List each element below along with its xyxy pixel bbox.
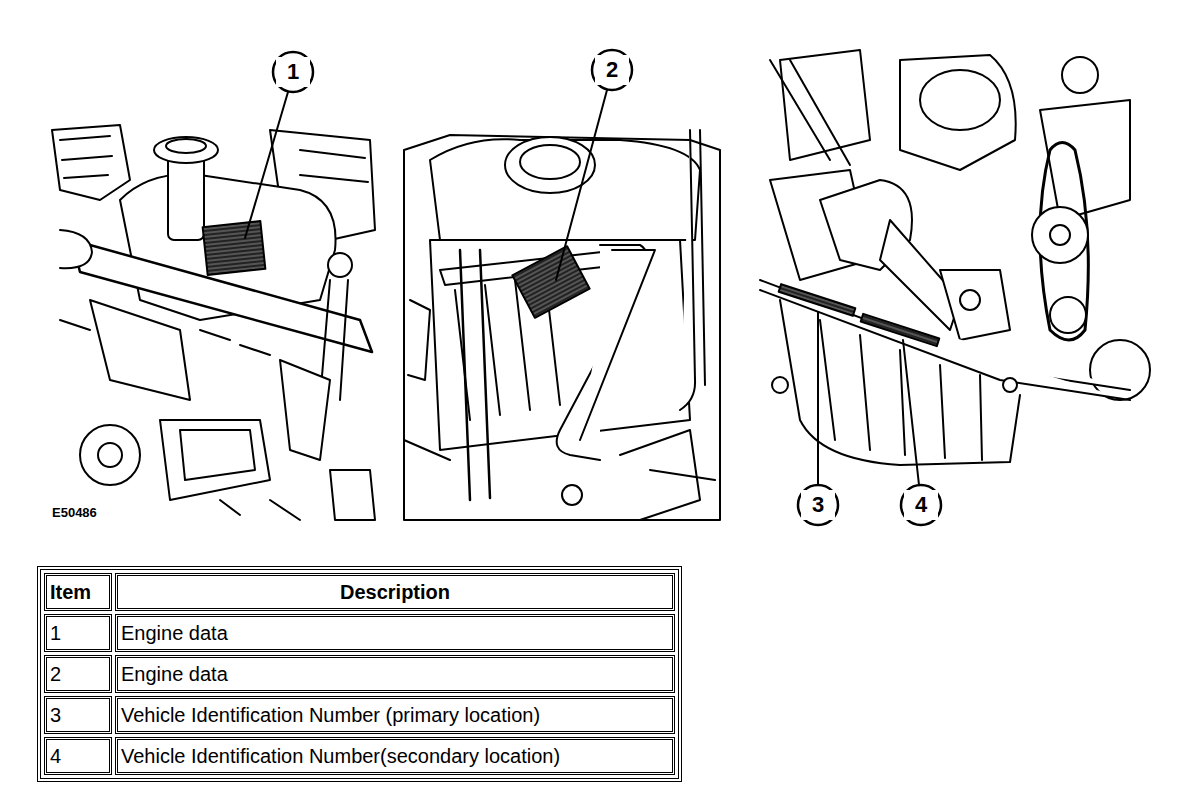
table-header: Description [115,573,675,611]
engine-panel-2 [404,130,720,520]
engine-panel-1 [52,125,375,520]
callout-number: 1 [276,57,310,87]
callout-number: 3 [801,490,835,520]
table-cell: Engine data [115,614,675,652]
callout-circles [245,50,941,525]
table-cell: Engine data [115,655,675,693]
callout-number: 2 [595,55,629,85]
table-cell: Vehicle Identification Number (primary l… [115,696,675,734]
table-cell: 1 [44,614,112,652]
callout-number: 4 [904,490,938,520]
table-header: Item [44,573,112,611]
table-cell: 2 [44,655,112,693]
legend-table: ItemDescription1Engine data2Engine data3… [37,566,682,782]
table-cell: Vehicle Identification Number(secondary … [115,737,675,775]
table-cell: 4 [44,737,112,775]
figure-id: E50486 [50,505,99,520]
table-cell: 3 [44,696,112,734]
